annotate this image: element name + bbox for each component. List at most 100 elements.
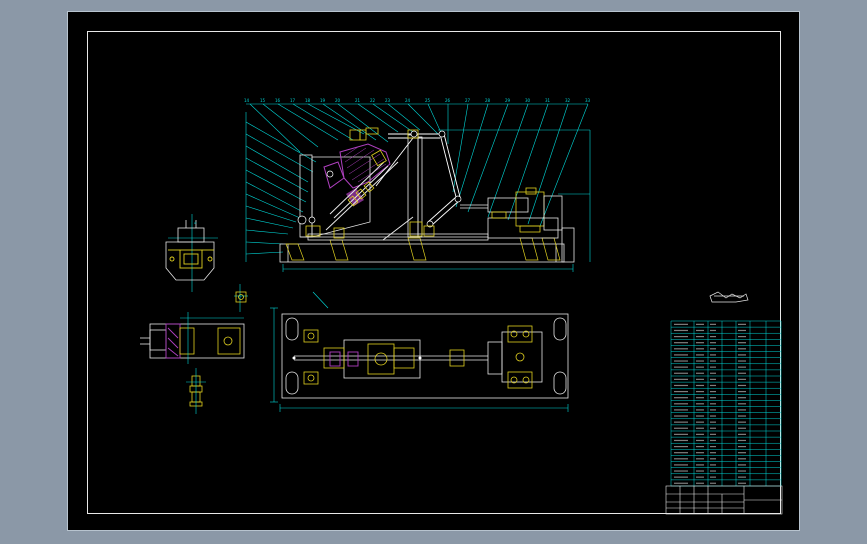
air-cylinder [460, 197, 529, 213]
table-cell-mark [696, 348, 704, 350]
table-cell-mark [710, 384, 716, 387]
table-cell-mark [710, 464, 716, 466]
table-cell-mark [674, 427, 688, 429]
drawing-title-annotation [709, 291, 749, 303]
table-cell-mark [710, 354, 716, 356]
table-cell-mark [738, 427, 746, 429]
table-cell-mark [710, 360, 716, 362]
svg-text:28: 28 [485, 98, 491, 103]
svg-text:17: 17 [290, 98, 296, 103]
svg-text:∅: ∅ [194, 221, 197, 225]
table-cell-mark [738, 360, 746, 362]
table-cell-mark [738, 415, 746, 417]
svg-text:21: 21 [355, 98, 361, 103]
table-cell-mark [696, 323, 704, 325]
clamp-detail-view [140, 312, 245, 414]
svg-text:25: 25 [425, 98, 431, 103]
table-cell-mark [738, 409, 746, 411]
table-cell-mark [738, 439, 746, 442]
table-cell-mark [738, 433, 746, 435]
parts-list-table [670, 320, 782, 487]
svg-text:31: 31 [545, 98, 551, 103]
table-cell-mark [674, 354, 688, 356]
table-cell-mark [696, 354, 704, 356]
pivot-pins [297, 130, 462, 228]
table-cell-mark [710, 335, 716, 338]
table-cell-mark [696, 445, 704, 448]
table-cell-mark [738, 452, 746, 454]
table-cell-mark [738, 354, 746, 356]
table-cell-mark [674, 348, 688, 350]
title-block [665, 485, 783, 515]
cylinder-end-cap [543, 195, 563, 231]
table-cell-mark [710, 421, 716, 423]
table-cell-mark [696, 415, 704, 417]
table-cell-mark [710, 372, 716, 374]
svg-text:32: 32 [565, 98, 571, 103]
table-cell-mark [696, 342, 704, 344]
table-cell-mark [696, 335, 704, 338]
fastener-detail [234, 284, 248, 312]
table-cell-mark [738, 323, 746, 325]
table-cell-mark [738, 421, 746, 423]
table-cell-mark [710, 409, 716, 411]
base-fixtures [305, 221, 435, 239]
table-cell-mark [696, 439, 704, 442]
top-fasteners [349, 127, 419, 141]
table-cell-mark [710, 366, 716, 368]
table-cell-mark [696, 329, 704, 332]
table-cell-mark [696, 366, 704, 368]
table-cell-mark [696, 403, 704, 405]
table-cell-mark [696, 421, 704, 423]
table-cell-mark [696, 452, 704, 454]
table-cell-mark [674, 335, 688, 338]
svg-text:20: 20 [335, 98, 341, 103]
svg-text:33: 33 [585, 98, 591, 103]
side-detail-view: ∅ [165, 214, 218, 292]
cylinder-block [491, 187, 545, 233]
svg-text:30: 30 [525, 98, 531, 103]
table-cell-mark [738, 397, 746, 399]
table-cell-mark [696, 470, 704, 472]
table-cell-mark [710, 476, 716, 478]
table-cell-mark [738, 470, 746, 472]
table-cell-mark [696, 360, 704, 362]
table-cell-mark [710, 348, 716, 350]
table-cell-mark [710, 452, 716, 454]
table-cell-mark [696, 409, 704, 411]
table-cell-mark [696, 427, 704, 429]
table-cell-mark [738, 476, 746, 478]
table-cell-mark [674, 464, 688, 466]
table-cell-mark [674, 409, 688, 411]
svg-text:19: 19 [320, 98, 326, 103]
table-cell-mark [696, 482, 704, 484]
table-cell-mark [674, 397, 688, 399]
table-cell-mark [710, 470, 716, 472]
drawing-border [87, 31, 781, 514]
table-cell-mark [674, 323, 688, 325]
table-cell-mark [696, 384, 704, 387]
table-cell-mark [710, 482, 716, 484]
table-cell-mark [710, 427, 716, 429]
table-cell-mark [710, 439, 716, 442]
diagonal-fasteners [347, 149, 387, 207]
main-frame [299, 134, 559, 241]
table-cell-mark [738, 342, 746, 344]
table-cell-mark [738, 366, 746, 368]
svg-text:15: 15 [260, 98, 266, 103]
table-cell-mark [738, 403, 746, 405]
table-cell-mark [710, 415, 716, 417]
table-cell-mark [738, 372, 746, 374]
table-cell-mark [674, 439, 688, 442]
table-cell-mark [674, 482, 688, 484]
table-cell-mark [674, 390, 688, 393]
table-cell-mark [674, 421, 688, 423]
dimension-lines [282, 129, 591, 272]
section-clamp-arm [323, 143, 391, 206]
diagonal-linkage [325, 161, 414, 241]
table-cell-mark [710, 458, 716, 460]
table-cell-mark [710, 445, 716, 448]
